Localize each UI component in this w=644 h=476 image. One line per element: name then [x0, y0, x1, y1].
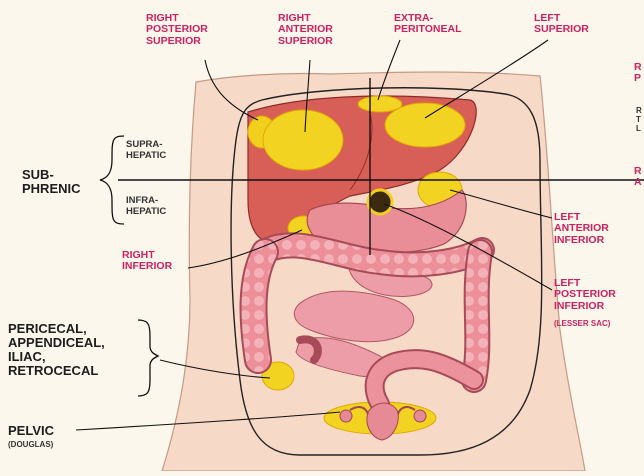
- label-left-anterior-inferior: LEFT ANTERIOR INFERIOR: [554, 212, 609, 246]
- abscess-extraperitoneal: [358, 96, 402, 112]
- lesser-sac-abscess: [368, 190, 392, 214]
- label-left-superior: LEFT SUPERIOR: [534, 13, 589, 36]
- label-edge-right-posterior: R P: [634, 62, 644, 85]
- label-right-inferior: RIGHT INFERIOR: [122, 250, 172, 273]
- abscess-right-anterior-superior: [263, 110, 343, 170]
- label-right-posterior-superior: RIGHT POSTERIOR SUPERIOR: [146, 13, 208, 47]
- label-edge-right-anterior: R A: [634, 166, 644, 189]
- label-pelvic: PELVIC: [8, 424, 54, 438]
- label-edge-right-small: R T L: [636, 106, 644, 134]
- label-lesser-sac: (LESSER SAC): [554, 320, 610, 329]
- label-subphrenic: SUB- PHRENIC: [22, 168, 81, 196]
- pericecal-bracket: [138, 320, 158, 396]
- label-extraperitoneal: EXTRA- PERITONEAL: [394, 13, 461, 36]
- label-pericecal: PERICECAL, APPENDICEAL, ILIAC, RETROCECA…: [8, 322, 105, 378]
- label-left-posterior-inferior: LEFT POSTERIOR INFERIOR: [554, 278, 616, 312]
- label-suprahepatic: SUPRA- HEPATIC: [126, 140, 166, 162]
- label-infrahepatic: INFRA- HEPATIC: [126, 196, 166, 218]
- label-right-anterior-superior: RIGHT ANTERIOR SUPERIOR: [278, 13, 333, 47]
- label-douglas: (DOUGLAS): [8, 440, 53, 449]
